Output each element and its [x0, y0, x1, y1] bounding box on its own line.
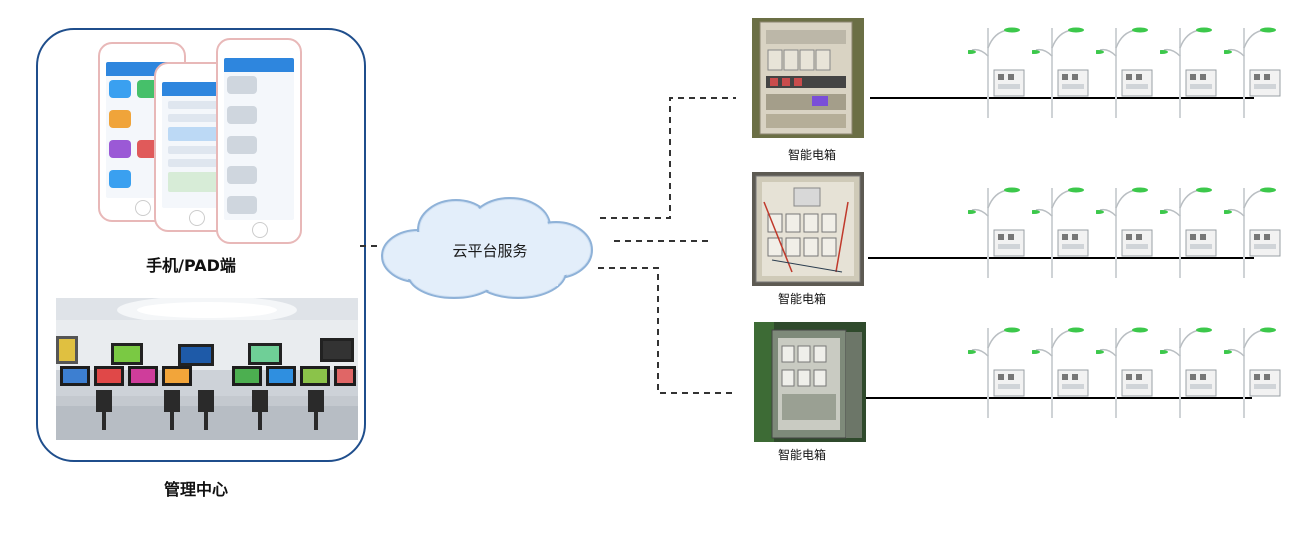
- smart-cabinet-2-image: [752, 172, 864, 286]
- street-lamp-icon: [968, 327, 1025, 418]
- street-lamp-icon: [1224, 27, 1281, 118]
- phone-right-image: [216, 38, 302, 244]
- smart-cabinet-3-label: 智能电箱: [777, 448, 826, 462]
- mobile-label: 手机/PAD端: [146, 256, 236, 275]
- street-lamp-icon: [1224, 187, 1281, 278]
- street-lamp-icon: [968, 27, 1025, 118]
- cloud-cabinet1-link: [600, 97, 736, 219]
- street-lamp-icon: [1096, 27, 1153, 118]
- street-lamp-icon: [1096, 327, 1153, 418]
- cloud-icon: [381, 197, 593, 299]
- control-room-image: [56, 298, 358, 440]
- cloud-cabinet3-link: [598, 267, 736, 394]
- street-lamp-icon: [1096, 187, 1153, 278]
- smart-cabinet-3-image: [754, 322, 866, 442]
- street-lamp-icon: [1032, 187, 1089, 278]
- street-lamp-icon: [1160, 187, 1217, 278]
- street-lamp-icon: [1032, 327, 1089, 418]
- street-lamp-icon: [968, 187, 1025, 278]
- management-center-label: 管理中心: [163, 480, 228, 499]
- street-lamp-icon: [1032, 27, 1089, 118]
- cloud-service-label: 云平台服务: [452, 242, 528, 260]
- smart-cabinet-1-label: 智能电箱: [787, 148, 836, 162]
- street-lamp-icon: [1160, 27, 1217, 118]
- smart-cabinet-2-label: 智能电箱: [777, 292, 826, 306]
- street-lamp-icon: [1160, 327, 1217, 418]
- street-lamp-icon: [1224, 327, 1281, 418]
- smart-cabinet-1-image: [752, 18, 864, 138]
